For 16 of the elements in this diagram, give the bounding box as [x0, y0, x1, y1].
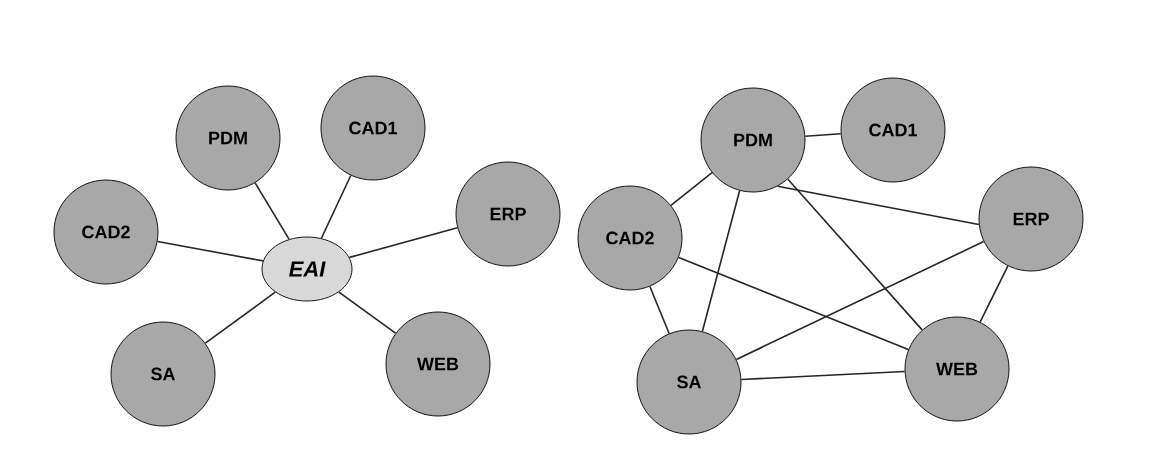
connector-line	[670, 171, 713, 207]
connector-line	[254, 182, 290, 240]
connector-line	[204, 291, 276, 344]
connector-line	[776, 185, 980, 226]
connector-line	[979, 265, 1009, 323]
connector-line	[677, 256, 910, 351]
connector-line	[156, 240, 264, 262]
connector-line	[787, 178, 923, 331]
connector-line	[740, 370, 906, 381]
connector-line	[701, 189, 741, 333]
connector-line	[735, 240, 985, 361]
connector-line	[649, 285, 670, 335]
connector-line	[804, 132, 842, 138]
connector-line	[338, 291, 397, 334]
connector-line	[348, 227, 459, 259]
connector-line	[320, 174, 352, 240]
